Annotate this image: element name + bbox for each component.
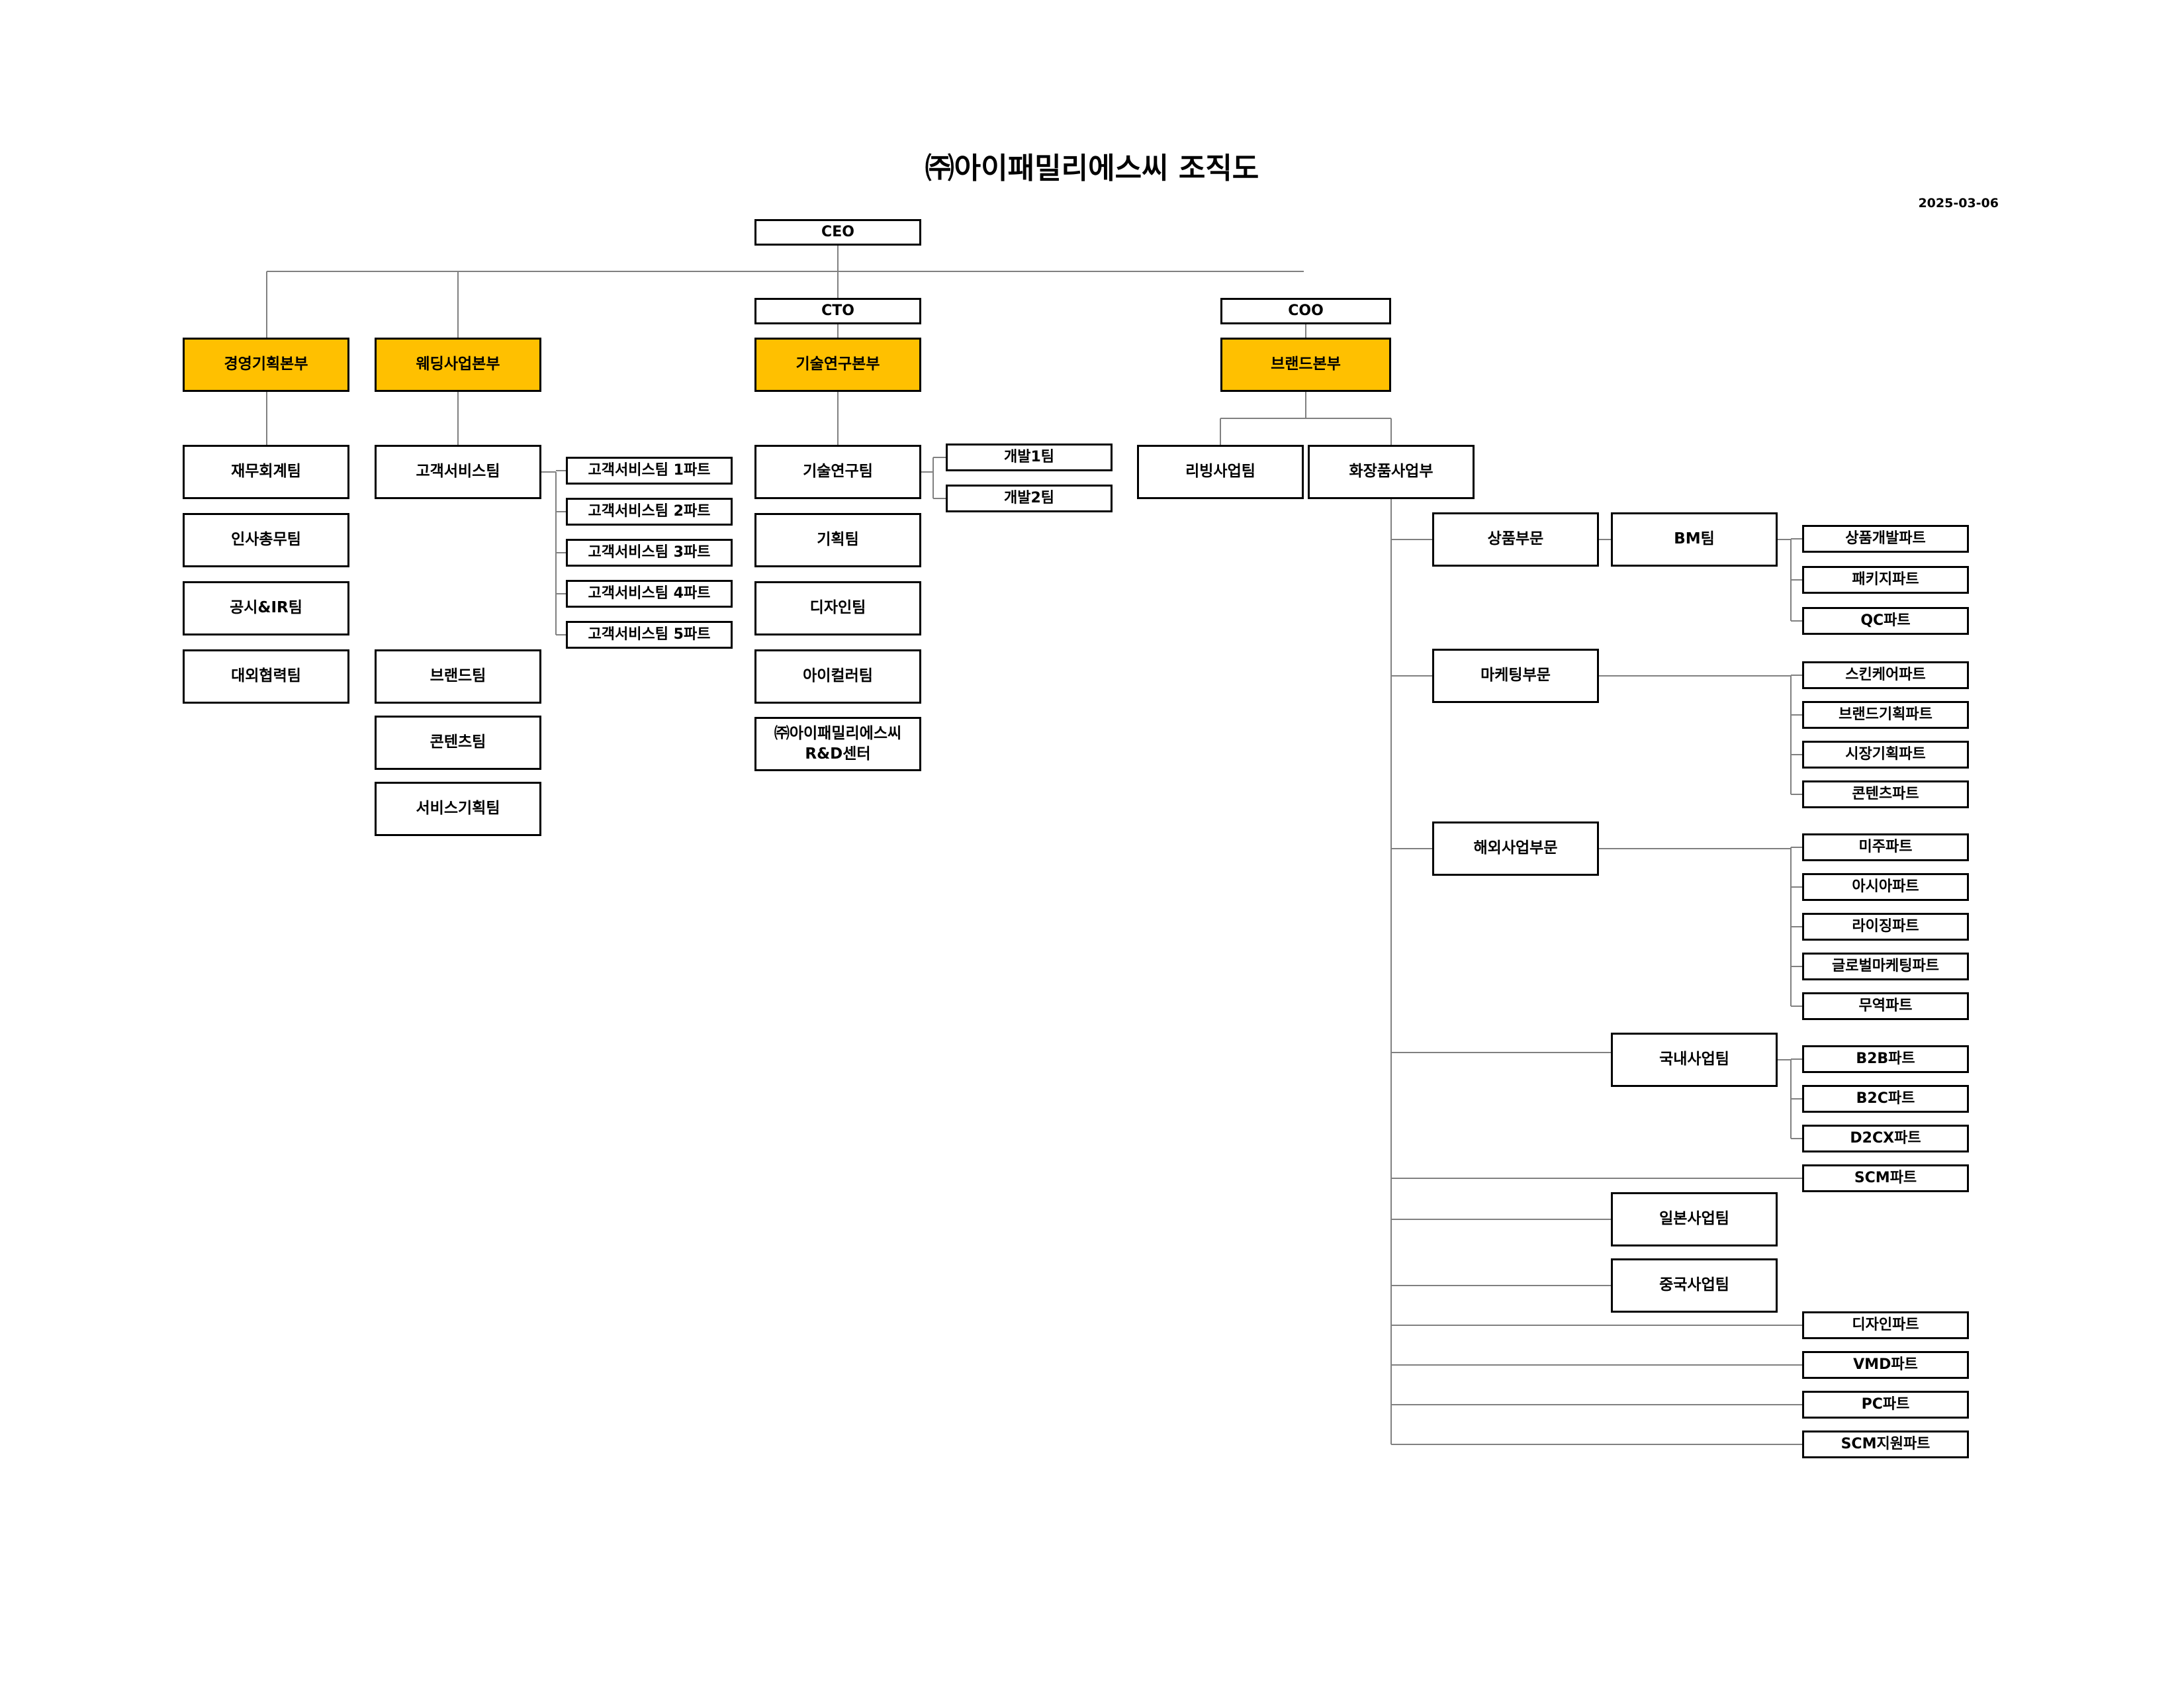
node-b2b-part: B2B파트 [1802,1045,1969,1073]
node-cs-part4: 고객서비스팀 4파트 [566,580,733,608]
node-market-planning-part: 시장기획파트 [1802,741,1969,769]
node-hq-management: 경영기획본부 [183,338,349,392]
node-brand-planning-part: 브랜드기획파트 [1802,701,1969,729]
node-external: 대외협력팀 [183,649,349,704]
node-customer-service: 고객서비스팀 [375,445,541,499]
node-product-div: 상품부문 [1432,512,1599,567]
node-scm-part: SCM파트 [1802,1164,1969,1192]
node-cto: CTO [754,298,921,324]
node-brand-team: 브랜드팀 [375,649,541,704]
node-cs-part1: 고객서비스팀 1파트 [566,457,733,485]
node-hr: 인사총무팀 [183,513,349,567]
node-rnd-center: ㈜아이패밀리에스씨 R&D센터 [754,717,921,771]
node-skincare-part: 스킨케어파트 [1802,661,1969,689]
node-asia-part: 아시아파트 [1802,873,1969,901]
node-dev2: 개발2팀 [946,485,1113,512]
node-vmd-part: VMD파트 [1802,1351,1969,1379]
node-contents-team: 콘텐츠팀 [375,716,541,770]
node-design-part: 디자인파트 [1802,1311,1969,1339]
node-product-dev-part: 상품개발파트 [1802,525,1969,553]
node-hq-brand: 브랜드본부 [1220,338,1391,392]
node-global-marketing-part: 글로벌마케팅파트 [1802,953,1969,980]
node-bm-team: BM팀 [1611,512,1778,567]
date-label: 2025-03-06 [1918,196,1999,211]
node-cs-part2: 고객서비스팀 2파트 [566,498,733,526]
node-trade-part: 무역파트 [1802,992,1969,1020]
node-contents-part: 콘텐츠파트 [1802,780,1969,808]
node-qc-part: QC파트 [1802,607,1969,635]
node-dev1: 개발1팀 [946,444,1113,471]
node-coo: COO [1220,298,1391,324]
node-planning: 기획팀 [754,513,921,567]
node-domestic-team: 국내사업팀 [1611,1033,1778,1087]
node-hq-wedding: 웨딩사업본부 [375,338,541,392]
node-finance: 재무회계팀 [183,445,349,499]
node-pc-part: PC파트 [1802,1391,1969,1419]
node-hq-tech: 기술연구본부 [754,338,921,392]
node-china-team: 중국사업팀 [1611,1258,1778,1313]
node-cs-part5: 고객서비스팀 5파트 [566,621,733,649]
node-package-part: 패키지파트 [1802,566,1969,594]
node-b2c-part: B2C파트 [1802,1085,1969,1113]
node-scm-support-part: SCM지원파트 [1802,1430,1969,1458]
node-tech-research: 기술연구팀 [754,445,921,499]
node-living: 리빙사업팀 [1137,445,1304,499]
node-design-team: 디자인팀 [754,581,921,635]
node-rising-part: 라이징파트 [1802,913,1969,941]
node-marketing-div: 마케팅부문 [1432,649,1599,703]
node-cs-part3: 고객서비스팀 3파트 [566,539,733,567]
node-ceo: CEO [754,219,921,246]
node-overseas-div: 해외사업부문 [1432,821,1599,876]
node-americas-part: 미주파트 [1802,833,1969,861]
node-japan-team: 일본사업팀 [1611,1192,1778,1246]
node-d2cx-part: D2CX파트 [1802,1125,1969,1152]
node-cosmetics: 화장품사업부 [1308,445,1475,499]
node-disclosure-ir: 공시&IR팀 [183,581,349,635]
page-title: ㈜아이패밀리에스씨 조직도 [925,152,1259,185]
node-service-planning: 서비스기획팀 [375,782,541,836]
node-eye-color: 아이컬러팀 [754,649,921,704]
